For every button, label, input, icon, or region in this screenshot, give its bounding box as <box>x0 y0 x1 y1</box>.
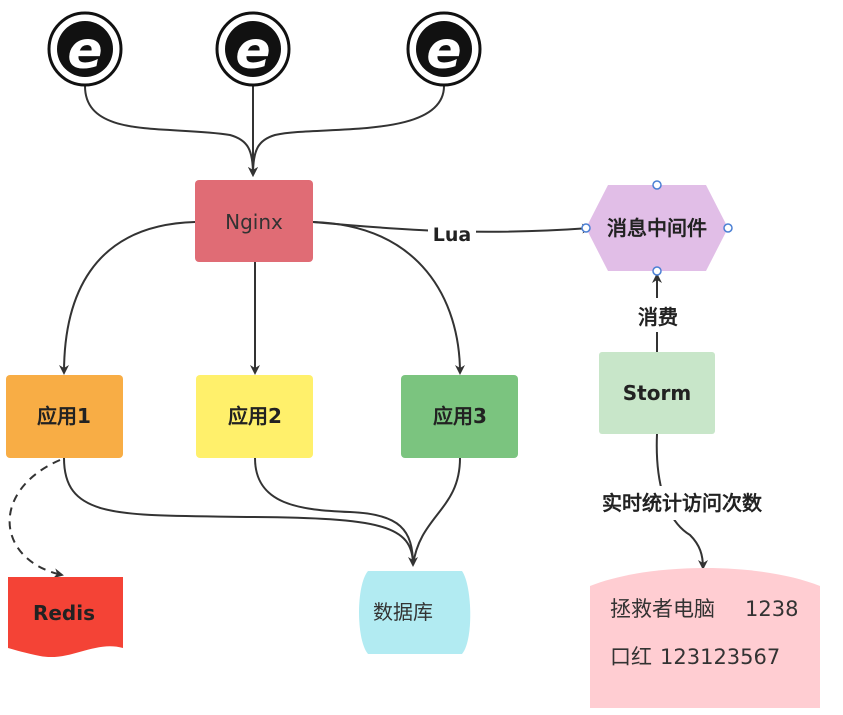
app1-node[interactable]: 应用1 <box>6 375 123 458</box>
browser-icon-middle: e <box>215 11 291 87</box>
svg-text:e: e <box>426 21 461 81</box>
storm-node[interactable]: Storm <box>599 352 715 434</box>
edge-browser-left-to-nginx <box>84 85 258 177</box>
browser-icons: e e e <box>47 11 482 87</box>
svg-text:e: e <box>67 21 102 81</box>
edge-storm-to-stats <box>655 433 708 570</box>
app2-label: 应用2 <box>228 404 282 428</box>
stats-row-label: 拯救者电脑 <box>610 597 715 621</box>
storm-label: Storm <box>623 381 691 405</box>
stats-row: 口红 123123567 <box>610 645 780 669</box>
database-node[interactable]: 数据库 <box>359 571 471 654</box>
stats-row: 拯救者电脑 1238 <box>610 597 798 621</box>
nginx-label: Nginx <box>225 210 283 234</box>
browser-icon-right: e <box>406 11 482 87</box>
app1-label: 应用1 <box>37 404 91 428</box>
edge-app1-to-redis <box>8 459 64 579</box>
stats-node[interactable]: 拯救者电脑 1238 口红 123123567 <box>590 568 820 708</box>
mq-label: 消息中间件 <box>607 216 707 240</box>
edge-label-consume: 消费 <box>638 305 678 329</box>
svg-text:e: e <box>235 21 270 81</box>
database-label: 数据库 <box>373 600 433 624</box>
edge-app1-to-database <box>63 457 418 567</box>
browser-icon-left: e <box>47 11 123 87</box>
redis-label: Redis <box>33 601 95 625</box>
stats-row-value: 123123567 <box>660 645 780 669</box>
app3-label: 应用3 <box>433 404 487 428</box>
edge-nginx-to-app3 <box>312 221 465 375</box>
edge-app2-to-database <box>254 457 414 566</box>
edge-label-lua: Lua <box>433 224 471 246</box>
selection-handles <box>581 180 733 276</box>
app3-node[interactable]: 应用3 <box>401 375 518 458</box>
edge-browser-right-to-nginx <box>252 85 445 176</box>
edge-label-realtime-count: 实时统计访问次数 <box>602 491 763 515</box>
app2-node[interactable]: 应用2 <box>196 375 313 458</box>
stats-row-label: 口红 <box>610 645 652 669</box>
stats-row-value: 1238 <box>745 597 798 621</box>
edge-app3-to-database <box>412 457 461 566</box>
redis-node[interactable]: Redis <box>8 577 123 658</box>
mq-node[interactable]: 消息中间件 <box>581 180 733 276</box>
edge-nginx-to-app1 <box>59 221 196 375</box>
nginx-node[interactable]: Nginx <box>195 180 313 262</box>
